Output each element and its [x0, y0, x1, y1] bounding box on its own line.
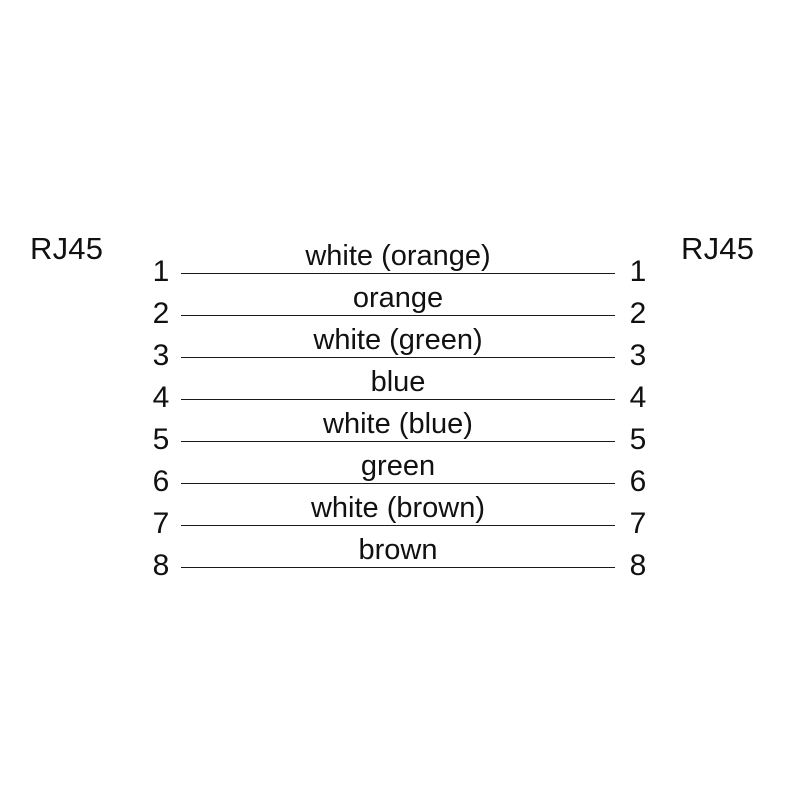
- right-connector-label: RJ45: [681, 231, 755, 266]
- wire-color-label: white (blue): [323, 408, 473, 440]
- wire-color-label: brown: [358, 534, 438, 566]
- wire-color-label: green: [360, 450, 436, 482]
- left-pin-number: 1: [152, 255, 170, 288]
- conductor-line: [181, 273, 615, 274]
- right-pin-number: 2: [629, 297, 647, 330]
- right-pin-number: 7: [629, 507, 647, 540]
- wire-row: 8 brown 8: [148, 534, 658, 581]
- left-pin-number: 7: [152, 507, 170, 540]
- right-pin-number: 4: [629, 381, 647, 414]
- left-pin-number: 4: [152, 381, 170, 414]
- conductor-line: [181, 483, 615, 484]
- left-pin-number: 6: [152, 465, 170, 498]
- wire-row: 1 white (orange) 1: [148, 240, 658, 287]
- wire-row: 5 white (blue) 5: [148, 408, 658, 455]
- conductor-line: [181, 525, 615, 526]
- wire-color-label: white (green): [313, 324, 483, 356]
- left-connector-label: RJ45: [30, 231, 104, 266]
- right-pin-number: 8: [629, 549, 647, 582]
- conductor-line: [181, 441, 615, 442]
- wire-row: 6 green 6: [148, 450, 658, 497]
- wire-row: 7 white (brown) 7: [148, 492, 658, 539]
- wire-row: 3 white (green) 3: [148, 324, 658, 371]
- wire-color-label: white (brown): [310, 492, 486, 524]
- left-pin-number: 8: [152, 549, 170, 582]
- conductor-line: [181, 315, 615, 316]
- right-pin-number: 1: [629, 255, 647, 288]
- wire-row: 2 orange 2: [148, 282, 658, 329]
- right-pin-number: 6: [629, 465, 647, 498]
- left-pin-number: 5: [152, 423, 170, 456]
- conductor-line: [181, 399, 615, 400]
- wire-color-label: blue: [370, 366, 426, 398]
- left-pin-number: 2: [152, 297, 170, 330]
- right-pin-number: 3: [629, 339, 647, 372]
- conductor-line: [181, 357, 615, 358]
- wire-color-label: orange: [352, 282, 444, 314]
- wire-color-label: white (orange): [305, 240, 491, 272]
- conductor-line: [181, 567, 615, 568]
- left-pin-number: 3: [152, 339, 170, 372]
- wire-row: 4 blue 4: [148, 366, 658, 413]
- right-pin-number: 5: [629, 423, 647, 456]
